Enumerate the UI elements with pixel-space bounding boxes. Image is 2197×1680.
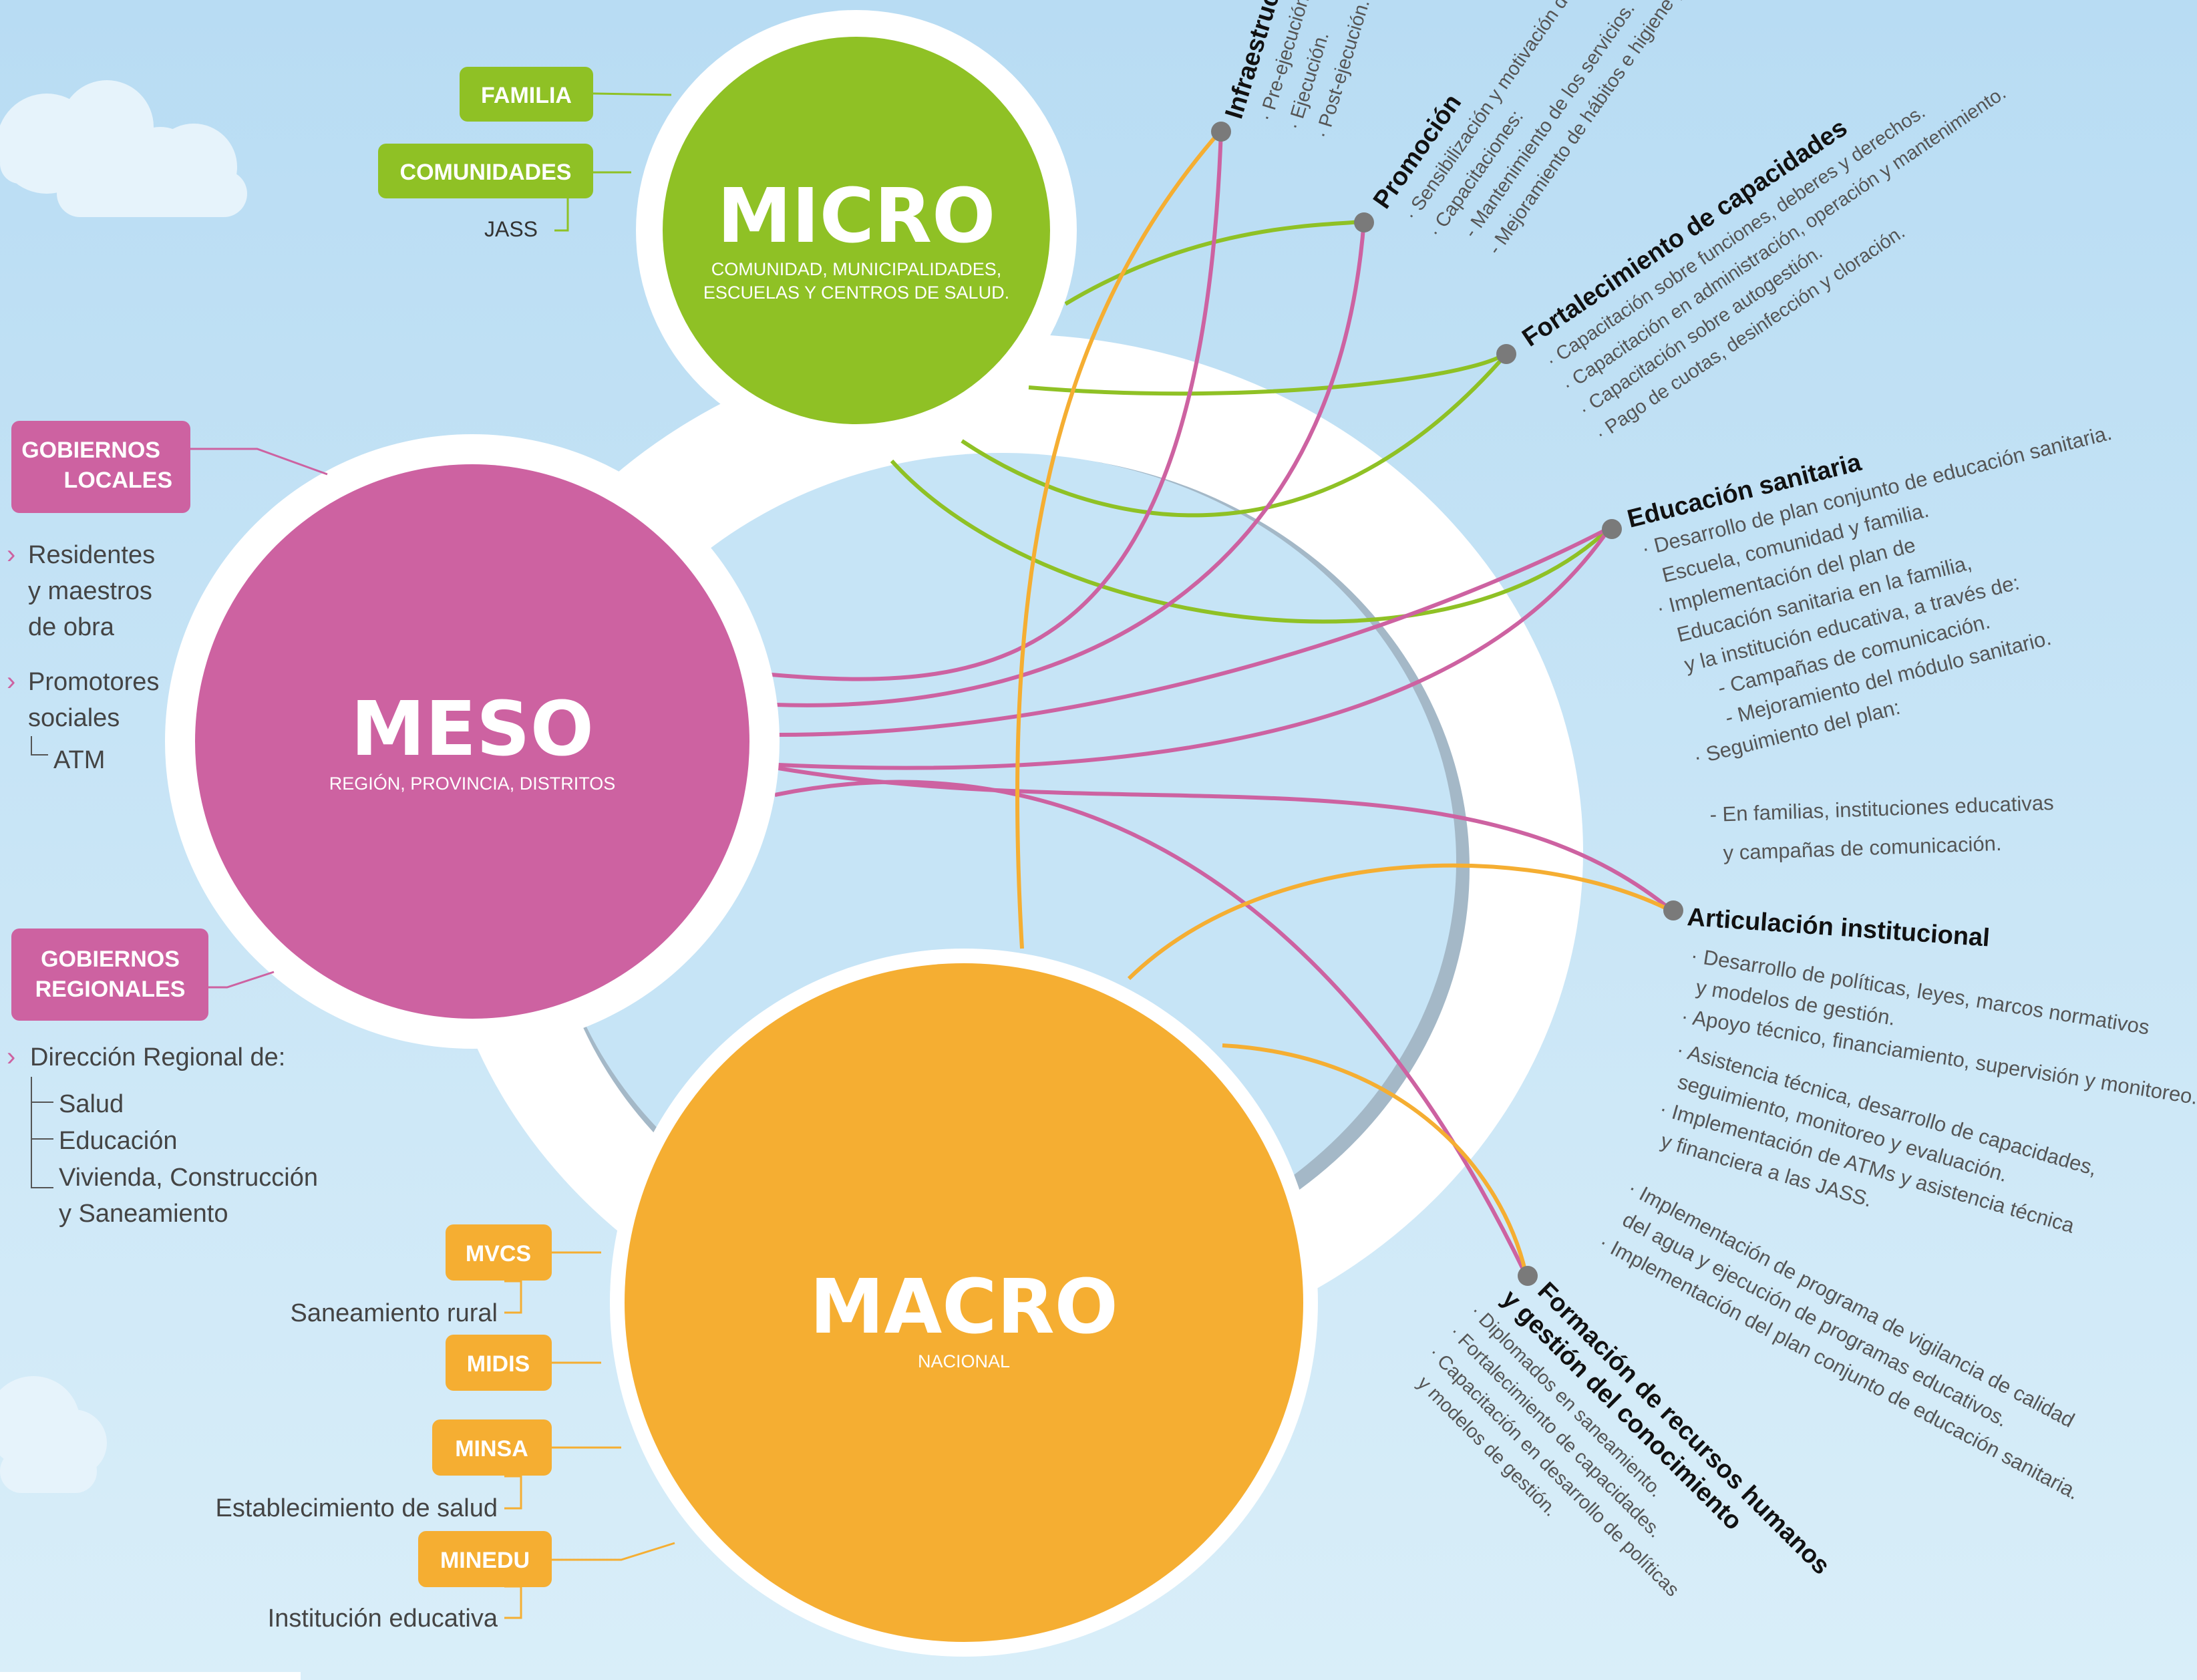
- gobiernos-locales-label: LOCALES: [64, 468, 172, 493]
- bottom-divider: [0, 1672, 301, 1680]
- micro-actors: FAMILIA COMUNIDADES JASS: [378, 67, 672, 241]
- promotores-label: sociales: [28, 704, 120, 732]
- residentes-label: de obra: [28, 613, 115, 641]
- establecimiento-label: Establecimiento de salud: [216, 1494, 498, 1522]
- residentes-label: Residentes: [28, 541, 155, 569]
- gobiernos-locales-badge: [11, 421, 190, 513]
- familia-label: FAMILIA: [481, 83, 572, 108]
- micro-title: MICRO: [717, 173, 996, 260]
- comunidades-label: COMUNIDADES: [400, 160, 572, 185]
- macro-subtitle: NACIONAL: [918, 1351, 1010, 1371]
- minsa-badge: [432, 1419, 552, 1476]
- connector-lines: [771, 129, 1675, 1277]
- residentes-label: y maestros: [28, 577, 152, 605]
- familia-badge: [460, 67, 593, 122]
- institucion-label: Institución educativa: [268, 1605, 498, 1633]
- macro-title: MACRO: [810, 1264, 1118, 1351]
- minedu-badge: [418, 1531, 552, 1587]
- process-ring: [434, 334, 1583, 1369]
- comunidades-badge: [378, 144, 593, 198]
- micro-level: MICRO COMUNIDAD, MUNICIPALIDADES, ESCUEL…: [636, 10, 1077, 451]
- gobiernos-regionales-label: REGIONALES: [35, 977, 186, 1002]
- chevron-right-icon: ›: [7, 540, 15, 569]
- gobiernos-regionales-label: GOBIERNOS: [41, 947, 180, 972]
- mvcs-badge: [446, 1224, 552, 1281]
- meso-level: MESO REGIÓN, PROVINCIA, DISTRITOS: [165, 434, 780, 1049]
- minedu-label: MINEDU: [440, 1548, 530, 1573]
- meso-title: MESO: [351, 686, 594, 773]
- cloud-icon: [0, 80, 247, 217]
- vivienda-label: y Saneamiento: [59, 1200, 228, 1228]
- micro-subtitle: COMUNIDAD, MUNICIPALIDADES,: [711, 259, 1002, 279]
- direccion-label: Dirección Regional de:: [30, 1043, 285, 1071]
- mvcs-label: MVCS: [466, 1241, 531, 1267]
- meso-subtitle: REGIÓN, PROVINCIA, DISTRITOS: [329, 773, 616, 794]
- midis-label: MIDIS: [467, 1351, 530, 1377]
- vivienda-label: Vivienda, Construcción: [59, 1164, 318, 1192]
- atm-label: ATM: [53, 746, 105, 774]
- promotores-label: Promotores: [28, 668, 159, 696]
- gobiernos-regionales-badge: [11, 929, 208, 1021]
- minsa-label: MINSA: [455, 1436, 528, 1462]
- chevron-right-icon: ›: [7, 1042, 15, 1071]
- macro-level: MACRO NACIONAL: [610, 949, 1318, 1657]
- educacion-label: Educación: [59, 1127, 177, 1155]
- salud-label: Salud: [59, 1090, 124, 1118]
- saneamiento-rural-label: Saneamiento rural: [290, 1299, 498, 1327]
- midis-badge: [446, 1335, 552, 1391]
- cloud-icon: [0, 1376, 107, 1493]
- chevron-right-icon: ›: [7, 667, 15, 696]
- macro-actors: MVCS Saneamiento rural MIDIS MINSA Estab…: [216, 1224, 675, 1633]
- connector-dots: [1211, 122, 1683, 1286]
- micro-subtitle: ESCUELAS Y CENTROS DE SALUD.: [703, 283, 1009, 303]
- gobiernos-locales-label: GOBIERNOS: [21, 438, 160, 463]
- meso-actors: GOBIERNOS LOCALES › Residentes y maestro…: [7, 421, 328, 1228]
- jass-label: JASS: [484, 217, 538, 241]
